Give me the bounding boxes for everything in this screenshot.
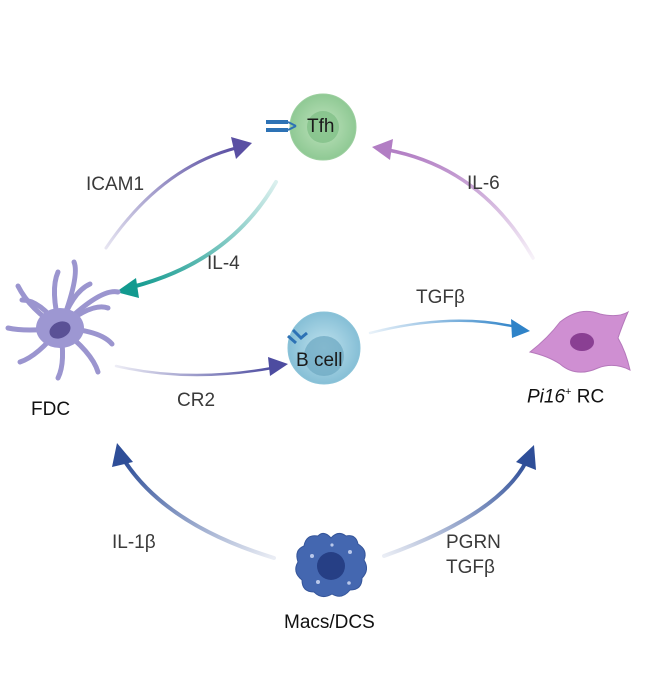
il4-label: IL-4	[207, 253, 240, 274]
arrow-il6	[372, 139, 535, 260]
macs-label: Macs/DCS	[284, 612, 375, 633]
macs-cell	[295, 532, 368, 598]
icam1-label: ICAM1	[86, 174, 145, 195]
il1b-label: IL-1β	[112, 532, 156, 553]
cr2-label: CR2	[177, 390, 216, 411]
b-cell-label: B cell	[296, 350, 343, 371]
tgfb-top-label: TGFβ	[416, 287, 465, 308]
rc-label-sup: +	[565, 386, 572, 398]
b-cell	[287, 311, 361, 385]
pgrn-label: PGRN	[446, 532, 501, 553]
rc-label-rest: RC	[571, 386, 605, 408]
il6-label: IL-6	[467, 173, 500, 194]
fdc-label: FDC	[31, 399, 71, 420]
rc-cell	[528, 310, 631, 373]
arrow-pgrn	[382, 445, 536, 558]
tgfb-bottom-label: TGFβ	[446, 557, 495, 578]
rc-label: Pi16+ RC	[527, 386, 604, 409]
arrow-il4	[116, 180, 278, 298]
tcr-receptor-icon	[266, 120, 297, 132]
tfh-cell	[266, 93, 357, 161]
arrow-icam1	[104, 137, 252, 250]
arrow-il1b	[112, 443, 276, 560]
arrow-cr2	[114, 357, 288, 377]
bcr-receptor-icon	[287, 328, 308, 345]
arrow-tgfb-top	[368, 319, 530, 338]
rc-label-italic: Pi16	[527, 386, 566, 408]
tfh-label: Tfh	[307, 116, 335, 137]
fdc-body	[36, 308, 84, 348]
